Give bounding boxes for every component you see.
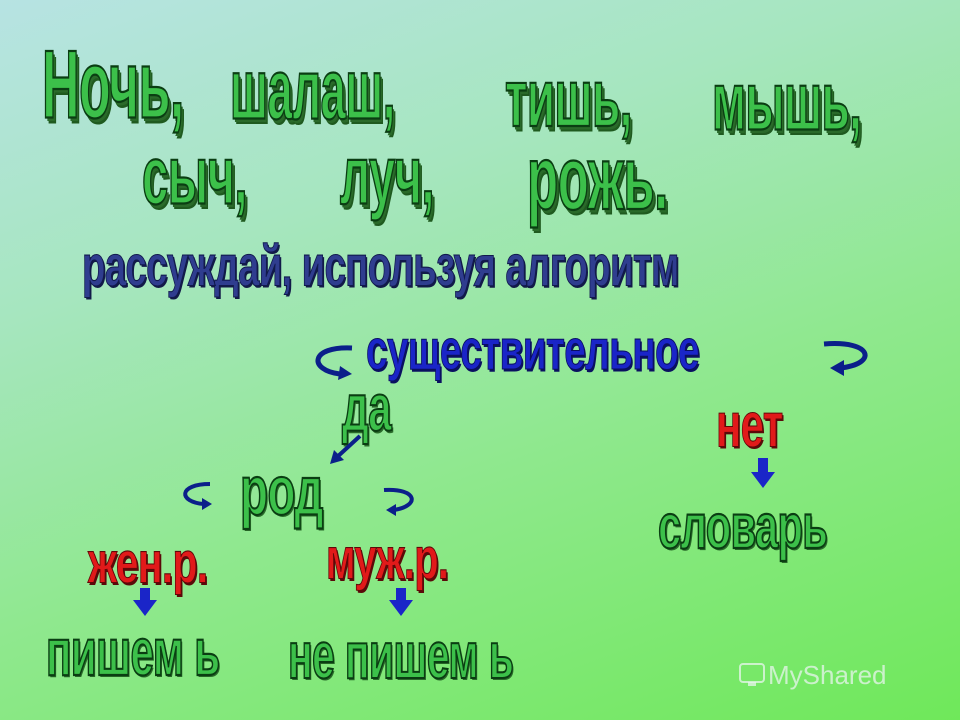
result-no-soft-sign: не пишем ь bbox=[287, 619, 514, 693]
arrow-down-left-icon bbox=[330, 434, 362, 464]
gender-label: род bbox=[239, 451, 324, 530]
dictionary-label: словарь bbox=[657, 491, 828, 562]
arrow-down-icon bbox=[751, 458, 775, 488]
curved-arrow-right-icon bbox=[383, 487, 414, 516]
curved-arrow-right-icon bbox=[823, 341, 868, 376]
title-word-1: Ночь, bbox=[41, 30, 185, 139]
instruction-text: рассуждай, используя алгоритм bbox=[82, 234, 680, 299]
result-write-soft-sign: пишем ь bbox=[45, 615, 221, 691]
watermark-logo-icon bbox=[739, 663, 765, 686]
arrow-down-icon bbox=[389, 588, 413, 616]
watermark-text: MyShared bbox=[768, 660, 887, 690]
root-noun: существительное bbox=[366, 318, 700, 382]
title-word-2: шалаш, bbox=[229, 42, 396, 138]
title-word-4: мышь, bbox=[711, 54, 862, 148]
curved-arrow-left-icon bbox=[315, 345, 353, 380]
feminine-label: жен.р. bbox=[88, 530, 209, 596]
branch-yes: да bbox=[341, 369, 392, 446]
branch-no: нет bbox=[716, 389, 784, 461]
title-word-6: луч, bbox=[339, 128, 435, 222]
title-word-5: сыч, bbox=[141, 128, 248, 222]
title-word-3: тишь, bbox=[504, 52, 633, 144]
title-word-7: рожь. bbox=[526, 128, 669, 229]
curved-arrow-left-icon bbox=[183, 482, 212, 510]
masculine-label: муж.р. bbox=[326, 526, 450, 592]
arrow-down-icon bbox=[133, 588, 157, 616]
